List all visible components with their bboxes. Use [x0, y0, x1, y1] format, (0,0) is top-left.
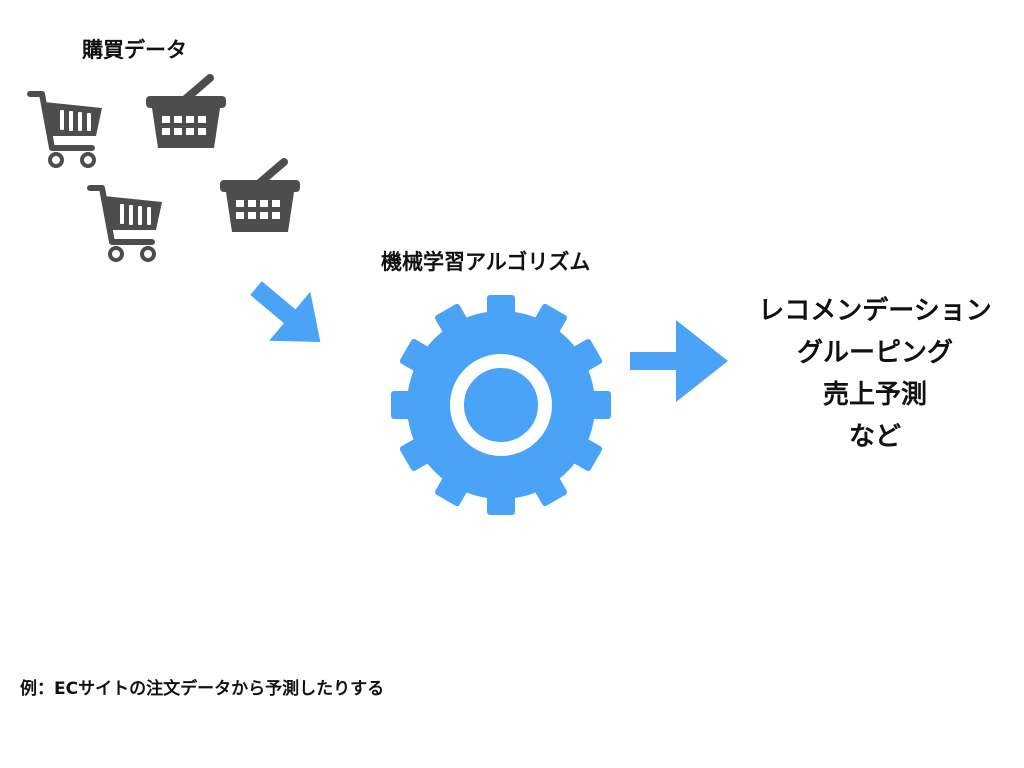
output-list: レコメンデーション グルーピング 売上予測 など: [735, 290, 1015, 458]
algorithm-title: 機械学習アルゴリズム: [381, 250, 591, 274]
example-caption: 例：ECサイトの注文データから予測したりする: [20, 679, 385, 699]
diagonal-arrow-icon: [250, 281, 321, 342]
output-sales-forecast: 売上予測: [822, 380, 927, 410]
shopping-cart-icon: [87, 185, 162, 262]
output-recommendation: レコメンデーション: [758, 296, 992, 326]
shopping-basket-icon: [146, 74, 226, 148]
right-arrow-icon: [630, 320, 728, 402]
output-grouping: グルーピング: [796, 338, 953, 368]
purchase-data-title: 購買データ: [82, 38, 187, 62]
output-etc: など: [848, 422, 901, 452]
shopping-cart-icon: [27, 91, 102, 168]
shopping-basket-icon: [220, 158, 300, 232]
gear-icon: [391, 295, 611, 515]
